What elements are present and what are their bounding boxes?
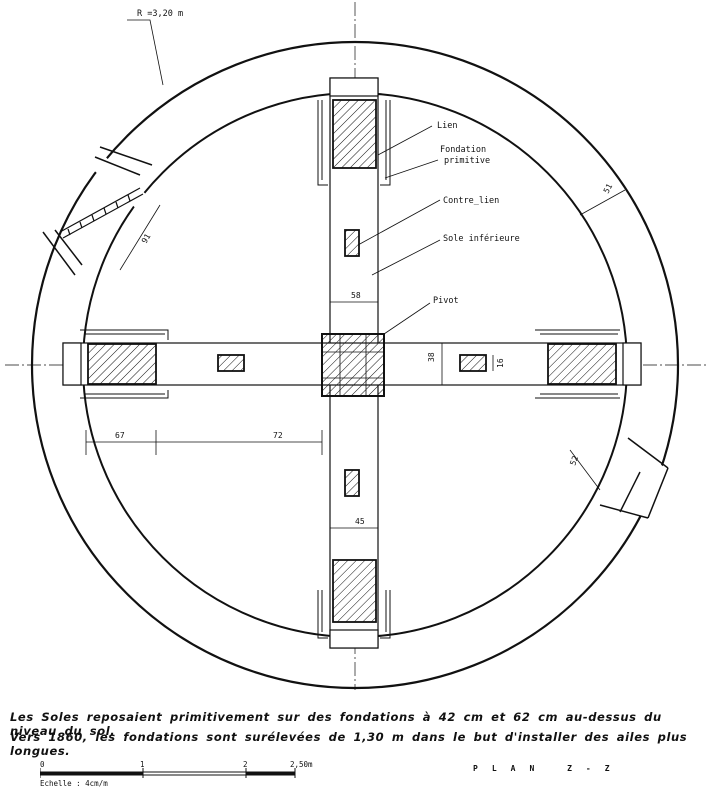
pivot xyxy=(321,333,385,397)
dim-91: 91 xyxy=(140,232,153,245)
mill-plan-drawing: R =3,20 m Lien Fondation primitive Contr… xyxy=(5,2,706,690)
foundation-blocks xyxy=(87,99,617,623)
scale-tick-0: 0 xyxy=(40,760,45,769)
dim-67: 67 xyxy=(115,431,125,440)
dim-16: 16 xyxy=(496,358,505,368)
dimension-lines xyxy=(85,189,626,529)
scale-label: Echelle : 4cm/m xyxy=(40,779,108,788)
scale-tick-2: 2 xyxy=(243,760,248,769)
scale-bar: 0 1 2 2,50m Echelle : 4cm/m xyxy=(40,760,313,788)
label-lien: Lien xyxy=(437,121,457,131)
scale-tick-250: 2,50m xyxy=(290,760,313,769)
dim-51: 51 xyxy=(602,182,615,195)
dim-52: 52 xyxy=(568,454,580,466)
contre-lien-blocks xyxy=(217,229,487,497)
dim-58: 58 xyxy=(351,291,361,300)
scale-tick-1: 1 xyxy=(140,760,145,769)
caption-line-1: Les Soles reposaient primitivement sur d… xyxy=(10,710,662,738)
stone-foundations xyxy=(80,100,620,639)
door-opening-left xyxy=(42,146,153,276)
door-opening-right xyxy=(599,437,669,519)
leader-lines xyxy=(127,19,441,335)
label-fondation-1: Fondation xyxy=(440,145,486,155)
label-pivot: Pivot xyxy=(433,296,459,306)
label-fondation-2: primitive xyxy=(444,156,490,166)
label-contre-lien: Contre_lien xyxy=(443,196,499,206)
radius-label: R =3,20 m xyxy=(137,9,183,19)
label-sole-inferieure: Sole inférieure xyxy=(443,233,520,244)
dim-38: 38 xyxy=(427,352,436,362)
ladder xyxy=(59,187,144,239)
caption-line-2: Vers 1860, les fondations sont surélevée… xyxy=(10,730,688,758)
plan-title: PLAN Z-Z xyxy=(473,764,624,773)
dim-72: 72 xyxy=(273,431,283,440)
dim-45: 45 xyxy=(355,517,365,526)
